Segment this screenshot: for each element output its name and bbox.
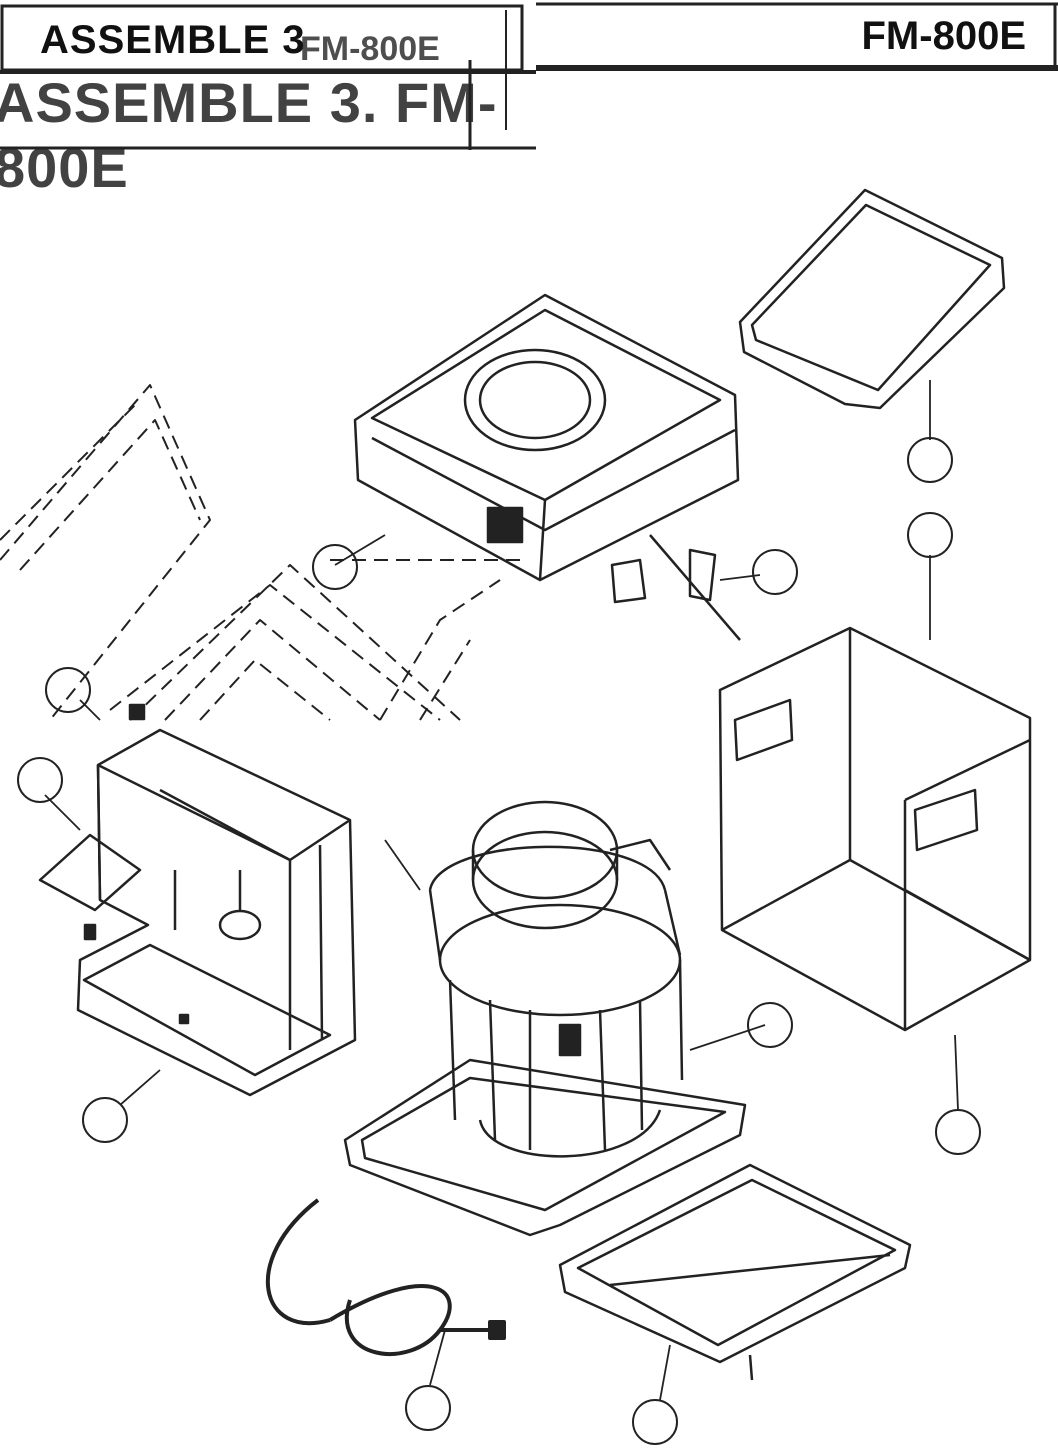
- header-bar: FM-800E: [536, 0, 1058, 72]
- callout-1: [907, 437, 953, 483]
- screw-set: [610, 534, 741, 641]
- hopper-box: [353, 293, 740, 582]
- page-title-overprint-large: ASSEMBLE 3. FM-800E: [0, 71, 498, 199]
- callout-2: [907, 512, 953, 558]
- leader-lines: [44, 380, 959, 1401]
- callout-5: [45, 667, 91, 713]
- base-frame: [343, 1058, 747, 1237]
- dashed-hood-outline: [0, 384, 520, 721]
- bottom-tray: [558, 1163, 912, 1381]
- callout-11: [632, 1399, 678, 1445]
- header-frame: [0, 4, 536, 150]
- power-cord: [265, 1198, 506, 1356]
- callout-10: [405, 1385, 451, 1431]
- page-title-overprint: FM-800E: [300, 30, 440, 68]
- callout-4: [752, 549, 798, 595]
- callout-8: [747, 1002, 793, 1048]
- model-code: FM-800E: [861, 14, 1027, 58]
- callout-circles: [17, 437, 981, 1445]
- callout-6: [17, 757, 63, 803]
- top-lid-panel: [738, 188, 1006, 410]
- callout-7: [82, 1097, 128, 1143]
- motor-grinder-unit: [428, 800, 684, 1158]
- front-panel-assembly: [38, 703, 357, 1097]
- header-title-block: ASSEMBLE 3 FM-800E ASSEMBLE 3. FM-800E: [0, 0, 536, 199]
- page-title: ASSEMBLE 3: [40, 18, 306, 62]
- callout-3: [312, 544, 358, 590]
- outer-cover-box: [718, 626, 1032, 1032]
- callout-9: [935, 1109, 981, 1155]
